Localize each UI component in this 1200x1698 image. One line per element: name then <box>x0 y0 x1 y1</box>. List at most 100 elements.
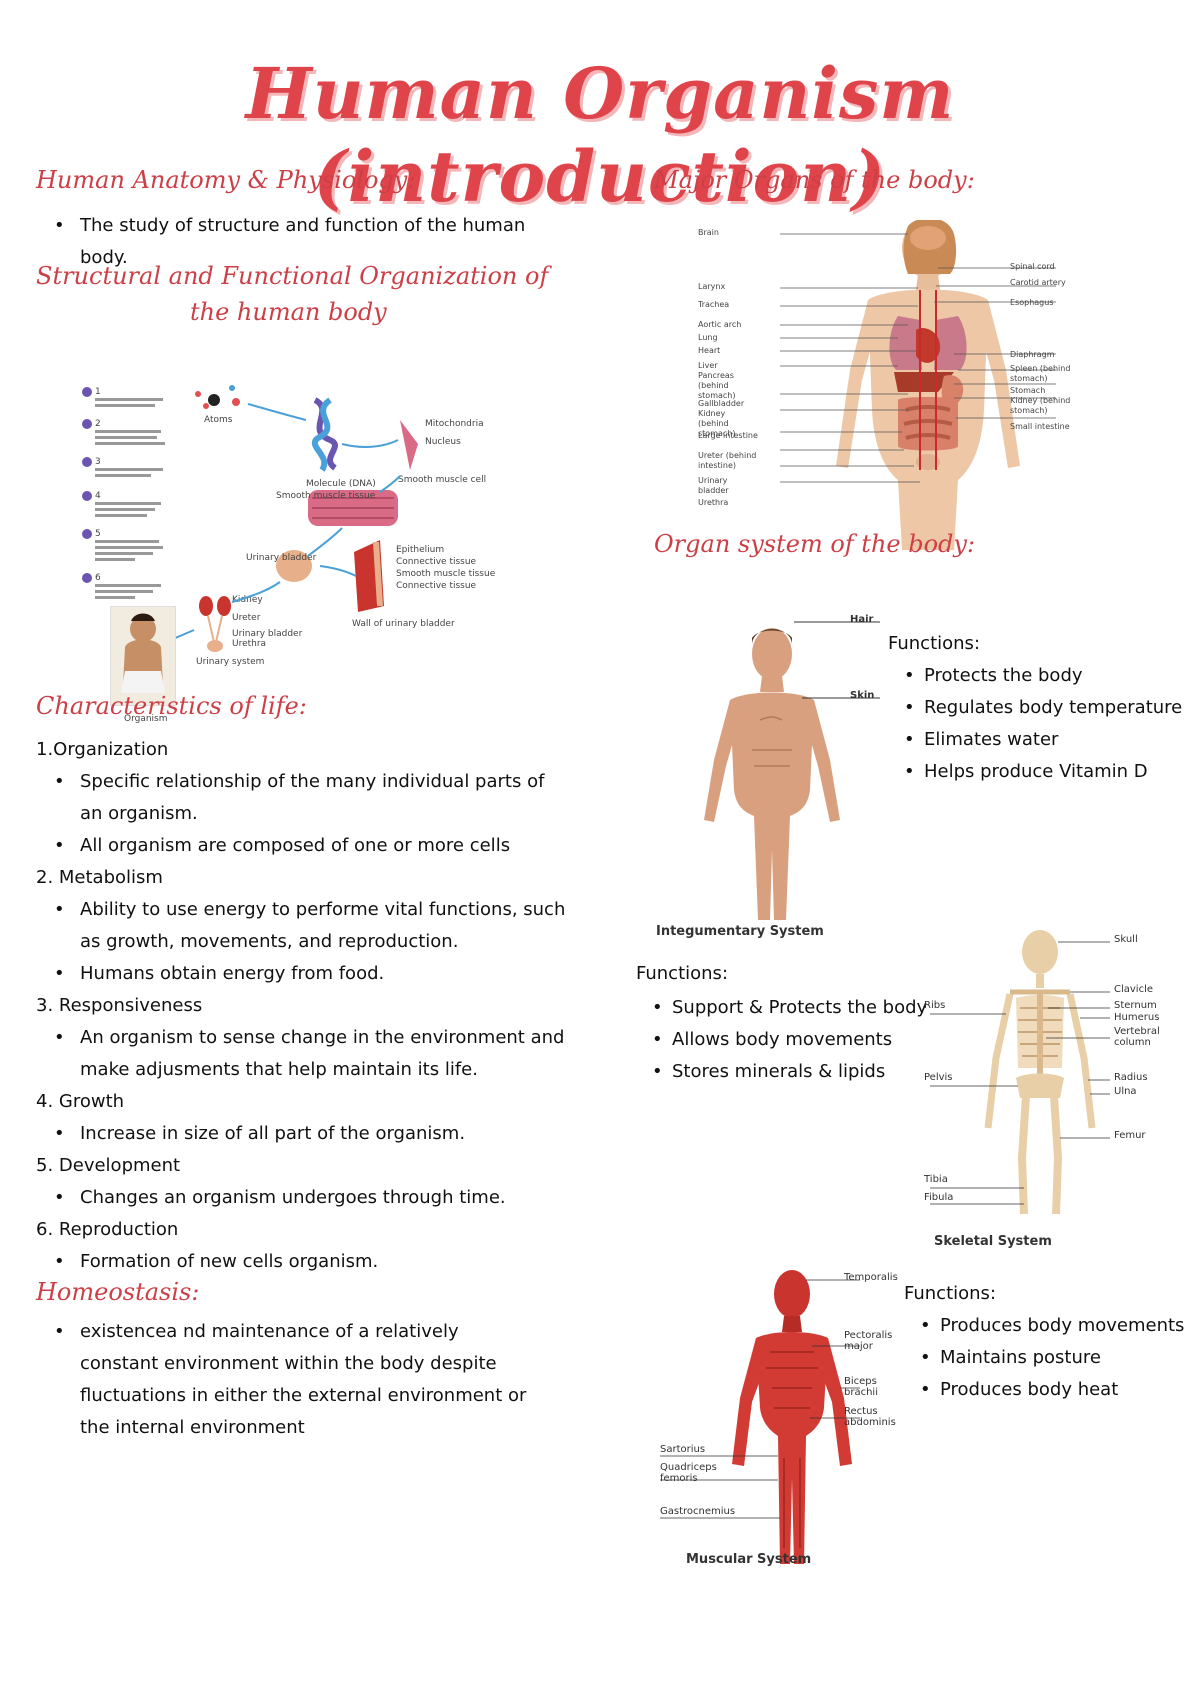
page-title: Human Organism (introduction) <box>245 52 955 218</box>
characteristics-list: 1.Organization Specific relationship of … <box>36 734 566 1278</box>
level-5-text: 5 <box>95 529 101 539</box>
label-clavicle: Clavicle <box>1114 984 1154 995</box>
homeostasis-list: existencea nd maintenance of a relativel… <box>36 1316 536 1444</box>
anatomy-bullet: The study of structure and function of t… <box>36 210 556 274</box>
skeletal-functions: Support & Protects the body Allows body … <box>636 992 936 1088</box>
label-biceps-brachii: Biceps brachii <box>844 1376 878 1398</box>
organ-label: Ureter (behind intestine) <box>698 451 757 470</box>
skeletal-caption: Skeletal System <box>934 1234 1052 1249</box>
function-item: Stores minerals & lipids <box>636 1056 936 1088</box>
characteristic-organization: 1.Organization Specific relationship of … <box>36 734 566 862</box>
level-descriptions: 1 2 3 4 5 6 <box>82 387 165 599</box>
skeletal-illustration <box>930 930 1110 1215</box>
label-tibia: Tibia <box>924 1174 948 1185</box>
homeostasis-bullet: existencea nd maintenance of a relativel… <box>36 1316 536 1444</box>
organ-label: Lung <box>698 333 718 342</box>
homeostasis-heading: Homeostasis: <box>36 1278 200 1306</box>
characteristic-bullet: Humans obtain energy from food. <box>36 958 566 990</box>
characteristic-label: 4. Growth <box>36 1091 125 1112</box>
organization-heading-line2: the human body <box>190 298 387 326</box>
label-connective-tissue-2: Connective tissue <box>396 581 477 591</box>
characteristic-growth: 4. Growth Increase in size of all part o… <box>36 1086 566 1150</box>
atoms-graphic: Atoms <box>195 372 240 425</box>
anatomy-list: The study of structure and function of t… <box>36 210 556 274</box>
characteristic-label: 3. Responsiveness <box>36 995 203 1016</box>
bladder-graphic: Urinary bladder Epithelium Connective ti… <box>246 540 496 629</box>
label-rectus-abdominis: Rectus abdominis <box>844 1406 896 1428</box>
label-femur: Femur <box>1114 1130 1146 1141</box>
organ-systems-heading: Organ system of the body: <box>654 530 976 558</box>
label-connective-tissue: Connective tissue <box>396 557 477 567</box>
characteristic-reproduction: 6. Reproduction Formation of new cells o… <box>36 1214 566 1278</box>
muscular-figure: Temporalis Pectoralis major Biceps brach… <box>660 1268 910 1568</box>
integumentary-caption: Integumentary System <box>656 924 824 939</box>
label-mitochondria: Mitochondria <box>425 419 484 429</box>
characteristic-bullet: An organism to sense change in the envir… <box>36 1022 566 1086</box>
skeletal-functions-label: Functions: <box>636 963 729 984</box>
integumentary-figure: Hair Skin <box>690 614 900 920</box>
organ-label: Esophagus <box>1010 298 1054 307</box>
label-vertebral-column: Vertebral column <box>1114 1026 1160 1048</box>
label-skull: Skull <box>1114 934 1138 945</box>
organ-label: Spinal cord <box>1010 262 1055 271</box>
urinary-system-graphic: Kidney Ureter Urinary bladder Urethra Ur… <box>196 595 303 667</box>
label-urethra: Urethra <box>232 639 266 649</box>
label-hair: Hair <box>850 614 874 625</box>
label-nucleus: Nucleus <box>425 437 461 447</box>
organ-label: Gallbladder <box>698 399 745 408</box>
tissue-graphic: Smooth muscle tissue <box>276 490 398 526</box>
organ-label: Small intestine <box>1010 422 1070 431</box>
organization-levels-figure: 1 2 3 4 5 6 Atoms Molecule (DNA) <box>80 372 510 728</box>
label-pectoralis-major: Pectoralis major <box>844 1330 893 1352</box>
characteristic-label: 1.Organization <box>36 739 169 760</box>
integumentary-illustration <box>704 621 880 920</box>
characteristic-development: 5. Development Changes an organism under… <box>36 1150 566 1214</box>
organization-levels-illustration: 1 2 3 4 5 6 Atoms Molecule (DNA) <box>82 372 496 667</box>
label-pelvis: Pelvis <box>924 1072 953 1083</box>
label-ureter: Ureter <box>232 613 261 623</box>
characteristics-heading: Characteristics of life: <box>36 692 307 720</box>
label-smooth-muscle-tissue-2: Smooth muscle tissue <box>396 569 496 579</box>
level-6-text: 6 <box>95 573 101 583</box>
label-organism: Organism <box>124 714 168 724</box>
organization-heading-line1: Structural and Functional Organization o… <box>36 262 549 290</box>
organ-label: Carotid artery <box>1010 278 1066 287</box>
label-epithelium: Epithelium <box>396 545 444 555</box>
organ-label: Brain <box>698 228 719 237</box>
label-wall-of-bladder: Wall of urinary bladder <box>352 619 455 629</box>
level-2-text: 2 <box>95 419 101 429</box>
major-organs-illustration <box>780 217 1056 550</box>
label-quadriceps-femoris: Quadriceps femoris <box>660 1462 717 1484</box>
function-item: Protects the body <box>888 660 1188 692</box>
organ-label: Diaphragm <box>1010 350 1055 359</box>
organ-label: Stomach <box>1010 386 1046 395</box>
characteristic-bullet: Ability to use energy to performe vital … <box>36 894 566 958</box>
level-3-text: 3 <box>95 457 101 467</box>
characteristic-responsiveness: 3. Responsiveness An organism to sense c… <box>36 990 566 1086</box>
label-urinary-bladder: Urinary bladder <box>246 553 317 563</box>
muscular-functions-label: Functions: <box>904 1283 997 1304</box>
function-item: Support & Protects the body <box>636 992 936 1024</box>
label-atoms: Atoms <box>204 415 233 425</box>
organ-label: Large intestine <box>698 431 758 440</box>
label-smooth-muscle-tissue: Smooth muscle tissue <box>276 491 376 501</box>
label-radius: Radius <box>1114 1072 1148 1083</box>
organ-label: Kidney (behind stomach) <box>698 409 736 438</box>
anatomy-heading: Human Anatomy & Physiology: <box>36 166 416 194</box>
label-urinary-system: Urinary system <box>196 657 264 667</box>
muscular-caption: Muscular System <box>686 1552 812 1567</box>
muscular-functions: Produces body movements Maintains postur… <box>904 1310 1194 1406</box>
characteristic-bullet: Increase in size of all part of the orga… <box>36 1118 566 1150</box>
organ-label: Trachea <box>698 300 730 309</box>
organism-photo <box>110 606 176 706</box>
organ-label: Aortic arch <box>698 320 742 329</box>
organ-label: Urinary bladder <box>698 476 729 495</box>
label-fibula: Fibula <box>924 1192 954 1203</box>
muscle-cell-graphic: Mitochondria Nucleus Smooth muscle cell <box>398 419 486 485</box>
label-sternum: Sternum <box>1114 1000 1157 1011</box>
characteristic-bullet: Formation of new cells organism. <box>36 1246 566 1278</box>
major-organs-heading: Major Organs of the body: <box>654 166 975 194</box>
function-item: Produces body movements <box>904 1310 1194 1342</box>
function-item: Produces body heat <box>904 1374 1194 1406</box>
organ-label: Kidney (behind stomach) <box>1010 396 1071 415</box>
